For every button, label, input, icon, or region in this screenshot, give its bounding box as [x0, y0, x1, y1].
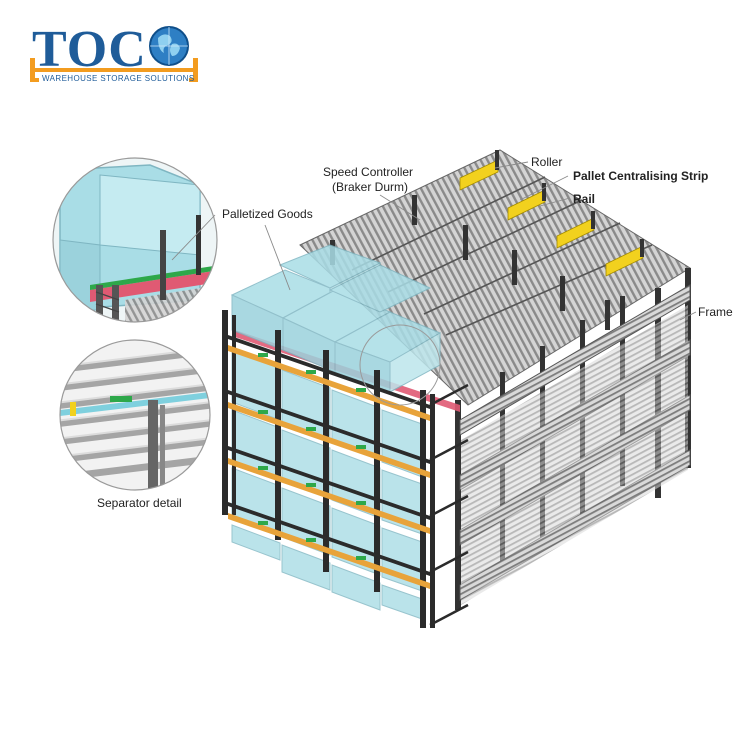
pallet-flow-rack: [222, 149, 691, 628]
globe-icon: [149, 26, 189, 66]
label-speed-controller: Speed Controller: [323, 165, 413, 179]
company-logo: TOC WAREHOUSE STORAGE SOLUTIONS: [30, 21, 198, 83]
logo-bracket: [30, 58, 198, 82]
label-roller: Roller: [531, 155, 562, 169]
detail-circle-separator: [59, 339, 211, 491]
callouts: Palletized Goods Separator detail Speed …: [97, 155, 733, 510]
label-separator-detail: Separator detail: [97, 496, 182, 510]
label-frame: Frame: [698, 305, 733, 319]
label-pallet-centralising-strip: Pallet Centralising Strip: [573, 169, 708, 183]
logo-tagline: WAREHOUSE STORAGE SOLUTIONS: [42, 74, 195, 83]
label-braker-durm: (Braker Durm): [332, 180, 408, 194]
yellow-strips: [459, 159, 644, 277]
zoom-ring: [359, 324, 441, 406]
detail-circle-palletized: [52, 157, 218, 323]
label-rail: Rail: [573, 192, 595, 206]
label-palletized-goods: Palletized Goods: [222, 207, 313, 221]
